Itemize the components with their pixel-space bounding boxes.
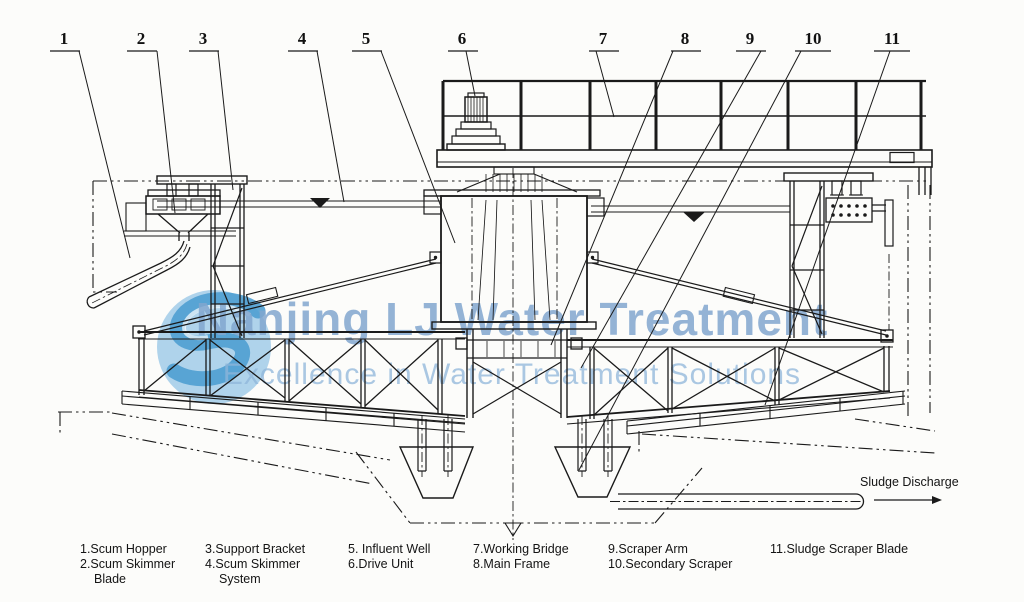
legend-item: 8.Main Frame xyxy=(473,557,551,571)
legend-column: 11.Sludge Scraper Blade xyxy=(770,542,960,557)
drive-unit xyxy=(446,92,506,151)
water-level-icon xyxy=(310,198,705,222)
tank-outline xyxy=(58,180,936,538)
legend-column: 9.Scraper Arm 10.Secondary Scraper xyxy=(608,542,764,572)
centerline xyxy=(421,168,609,540)
sludge-discharge-arrow-icon xyxy=(874,496,942,504)
legend-item: 3.Support Bracket xyxy=(205,542,306,556)
callout-1: 1 xyxy=(59,29,69,48)
scraper-arms xyxy=(143,258,887,336)
watermark-tagline: Excellence in Water Treatment Solutions xyxy=(222,358,802,391)
legend-column: 3.Support Bracket 4.Scum Skimmer System xyxy=(205,542,321,587)
callout-4: 4 xyxy=(297,29,307,48)
support-bracket-right xyxy=(783,172,894,338)
sludge-scraper-blades xyxy=(121,390,906,435)
callout-11: 11 xyxy=(883,29,901,48)
skimmer-beam xyxy=(157,200,790,213)
callout-9: 9 xyxy=(745,29,755,48)
working-bridge xyxy=(436,79,933,195)
main-frame xyxy=(132,325,894,425)
influent-well xyxy=(423,195,605,330)
legend-column: 7.Working Bridge 8.Main Frame xyxy=(473,542,591,572)
center-cage xyxy=(466,329,568,418)
callout-8: 8 xyxy=(680,29,690,48)
legend-item: 7.Working Bridge xyxy=(473,542,569,556)
sludge-discharge-label: Sludge Discharge xyxy=(860,475,959,489)
callout-leader-lines xyxy=(50,50,910,471)
legend-item: 6.Drive Unit xyxy=(348,557,414,571)
secondary-scraper xyxy=(398,419,632,499)
callout-7: 7 xyxy=(598,29,608,48)
support-bracket-left xyxy=(156,175,248,338)
watermark-company-name: Nanjing LJ Water Treatment xyxy=(195,293,829,345)
callout-10: 10 xyxy=(804,29,822,48)
legend-item: 2.Scum Skimmer Blade xyxy=(80,557,176,586)
legend-column: 1.Scum Hopper 2.Scum Skimmer Blade xyxy=(80,542,186,587)
sludge-discharge-pipe xyxy=(610,493,865,510)
legend-item: 10.Secondary Scraper xyxy=(608,557,733,571)
scum-hopper xyxy=(124,189,236,241)
callout-6: 6 xyxy=(457,29,467,48)
callout-2: 2 xyxy=(136,29,146,48)
callout-5: 5 xyxy=(361,29,371,48)
legend-item: 11.Sludge Scraper Blade xyxy=(770,542,909,556)
scum-discharge-pipe xyxy=(86,240,191,309)
drive-cage-top xyxy=(423,166,601,197)
legend-column: 5. Influent Well 6.Drive Unit xyxy=(348,542,460,572)
legend-item: 5. Influent Well xyxy=(348,542,431,556)
legend-item: 4.Scum Skimmer System xyxy=(205,557,301,586)
callout-3: 3 xyxy=(198,29,208,48)
legend-item: 9.Scraper Arm xyxy=(608,542,688,556)
legend-item: 1.Scum Hopper xyxy=(80,542,167,556)
